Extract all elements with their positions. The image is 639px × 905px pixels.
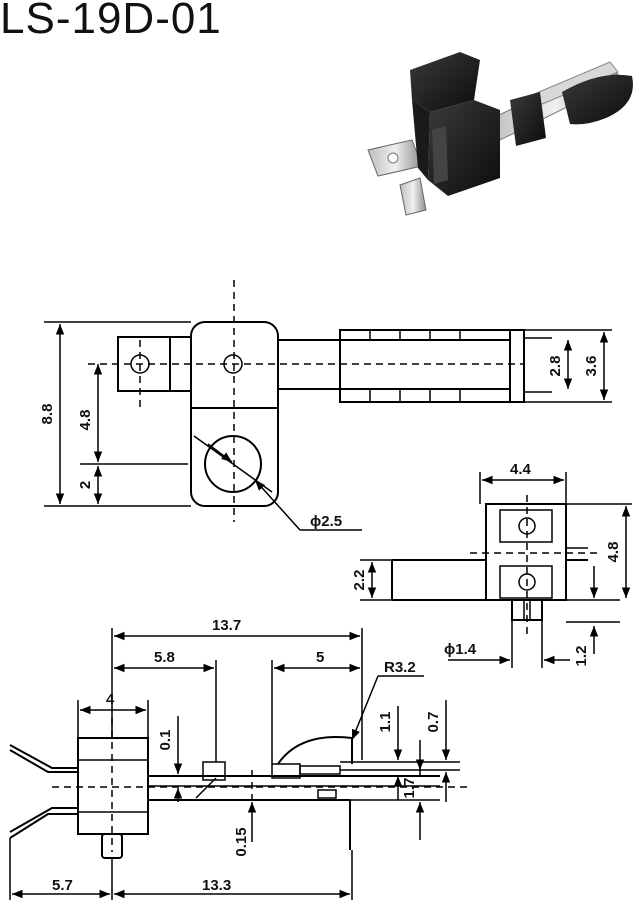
dim-4: 4 xyxy=(106,691,115,708)
dim-r3-2: R3.2 xyxy=(384,659,416,676)
dim-5: 5 xyxy=(316,649,324,666)
dim-5-7: 5.7 xyxy=(52,877,73,894)
dim-13-7: 13.7 xyxy=(212,617,241,634)
dim-4-8-top: 4.8 xyxy=(77,410,94,431)
dim-0-15: 0.15 xyxy=(233,827,250,856)
dim-phi-2-5: ϕ2.5 xyxy=(310,513,342,530)
product-photo xyxy=(367,52,633,216)
dim-1-2: 1.2 xyxy=(573,646,590,667)
dim-5-8: 5.8 xyxy=(154,649,175,666)
part-number-title: LS-19D-01 xyxy=(0,0,222,43)
dim-phi-1-4: ϕ1.4 xyxy=(444,641,477,658)
dim-4-8-side: 4.8 xyxy=(605,542,622,563)
dim-1-1: 1.1 xyxy=(377,712,394,733)
dim-8-8: 8.8 xyxy=(39,404,56,425)
dim-4-4: 4.4 xyxy=(510,461,532,478)
dim-13-3: 13.3 xyxy=(202,877,231,894)
dim-1-7: 1.7 xyxy=(401,778,418,799)
dim-0-1: 0.1 xyxy=(157,730,174,751)
front-view xyxy=(9,628,470,900)
top-view xyxy=(44,280,612,531)
dim-2-8: 2.8 xyxy=(547,356,564,377)
dim-0-7: 0.7 xyxy=(425,712,442,733)
dim-3-6: 3.6 xyxy=(583,356,600,377)
dim-2: 2 xyxy=(77,481,94,489)
side-view xyxy=(360,472,632,668)
dim-2-2: 2.2 xyxy=(351,570,368,591)
